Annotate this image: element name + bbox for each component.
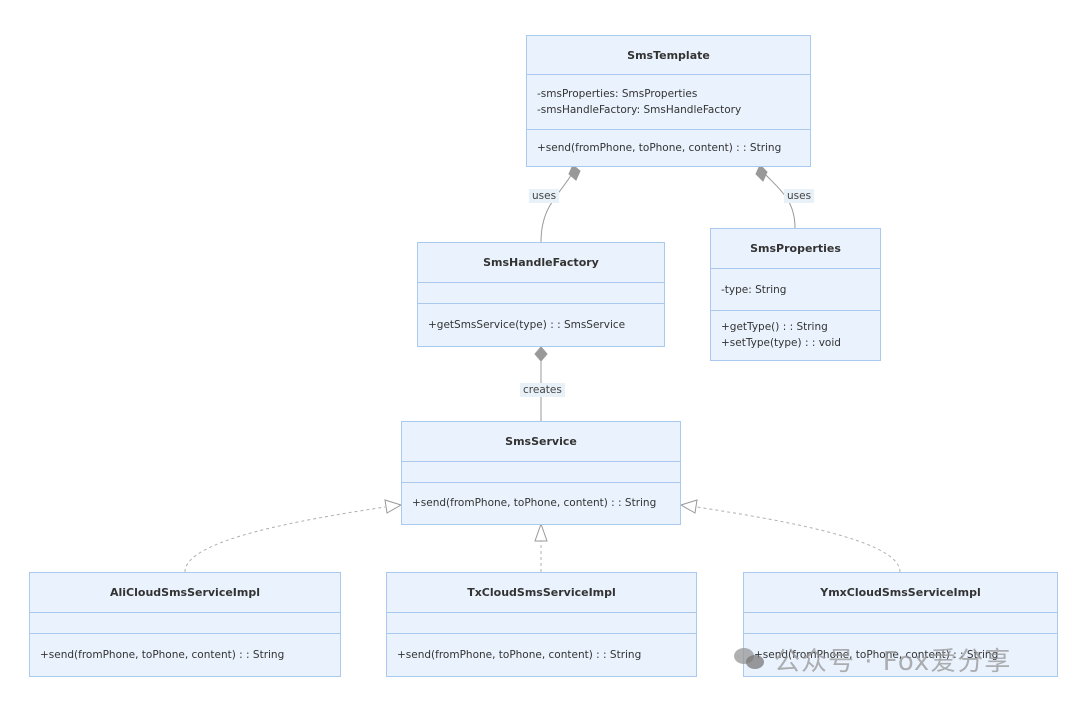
attributes-section [418,282,664,303]
realization-arrow [384,499,403,514]
class-sms-template[interactable]: SmsTemplate -smsProperties: SmsPropertie… [526,35,811,167]
aggregation-diamond [534,346,548,362]
method: +send(fromPhone, toPhone, content) : : S… [40,648,285,661]
attributes-section [30,612,340,633]
attributes-section [744,612,1057,633]
edge-label-uses-properties: uses [784,189,815,203]
edge-template-factory [540,171,574,243]
attributes-section [402,461,680,482]
attribute: -type: String [721,283,787,296]
wechat-icon [734,646,768,672]
method: +setType(type) : : void [721,337,841,349]
edge-label-uses-factory: uses [529,189,560,203]
composition-diamond [568,164,581,181]
method: +getType() : : String [721,321,828,333]
methods-section: +send(fromPhone, toPhone, content) : : S… [30,633,340,675]
methods-section: +getSmsService(type) : : SmsService [418,303,664,345]
edge-ymx-service [696,506,901,573]
class-name: TxCloudSmsServiceImpl [467,586,616,599]
attribute: -smsProperties: SmsProperties [537,88,698,100]
methods-section: +send(fromPhone, toPhone, content) : : S… [402,482,680,523]
attribute: -smsHandleFactory: SmsHandleFactory [537,104,742,116]
methods-section: +send(fromPhone, toPhone, content) : : S… [387,633,696,675]
attributes-section: -type: String [711,268,880,310]
realization-arrow [534,522,548,542]
class-name: SmsService [505,435,577,448]
composition-diamond [755,164,768,182]
class-tx-cloud-impl[interactable]: TxCloudSmsServiceImpl +send(fromPhone, t… [386,572,697,677]
method: +getSmsService(type) : : SmsService [428,318,626,331]
class-sms-service[interactable]: SmsService +send(fromPhone, toPhone, con… [401,421,681,525]
class-sms-handle-factory[interactable]: SmsHandleFactory +getSmsService(type) : … [417,242,665,347]
edge-ali-service [184,506,386,573]
edge-label-creates: creates [520,383,565,397]
attributes-section: -smsProperties: SmsProperties -smsHandle… [527,74,810,129]
methods-section: +send(fromPhone, toPhone, content) : : S… [744,633,1057,675]
class-name: AliCloudSmsServiceImpl [109,586,261,599]
watermark: 公众号 · Fox爱分享 [734,641,1011,677]
class-name: YmxCloudSmsServiceImpl [820,586,981,599]
methods-section: +send(fromPhone, toPhone, content) : : S… [527,129,810,165]
method: +send(fromPhone, toPhone, content) : : S… [754,648,999,661]
realization-arrow [679,499,698,514]
class-name: SmsProperties [750,242,841,255]
class-name: SmsHandleFactory [483,256,599,269]
method: +send(fromPhone, toPhone, content) : : S… [397,648,642,661]
methods-section: +getType() : : String +setType(type) : :… [711,310,880,359]
method: +send(fromPhone, toPhone, content) : : S… [412,497,657,509]
watermark-text: 公众号 · Fox爱分享 [774,646,1012,677]
attributes-section [387,612,696,633]
class-sms-properties[interactable]: SmsProperties -type: String +getType() :… [710,228,881,361]
method: +send(fromPhone, toPhone, content) : : S… [537,141,782,154]
class-ymx-cloud-impl[interactable]: YmxCloudSmsServiceImpl +send(fromPhone, … [743,572,1058,677]
class-name: SmsTemplate [627,48,710,62]
class-ali-cloud-impl[interactable]: AliCloudSmsServiceImpl +send(fromPhone, … [29,572,341,677]
